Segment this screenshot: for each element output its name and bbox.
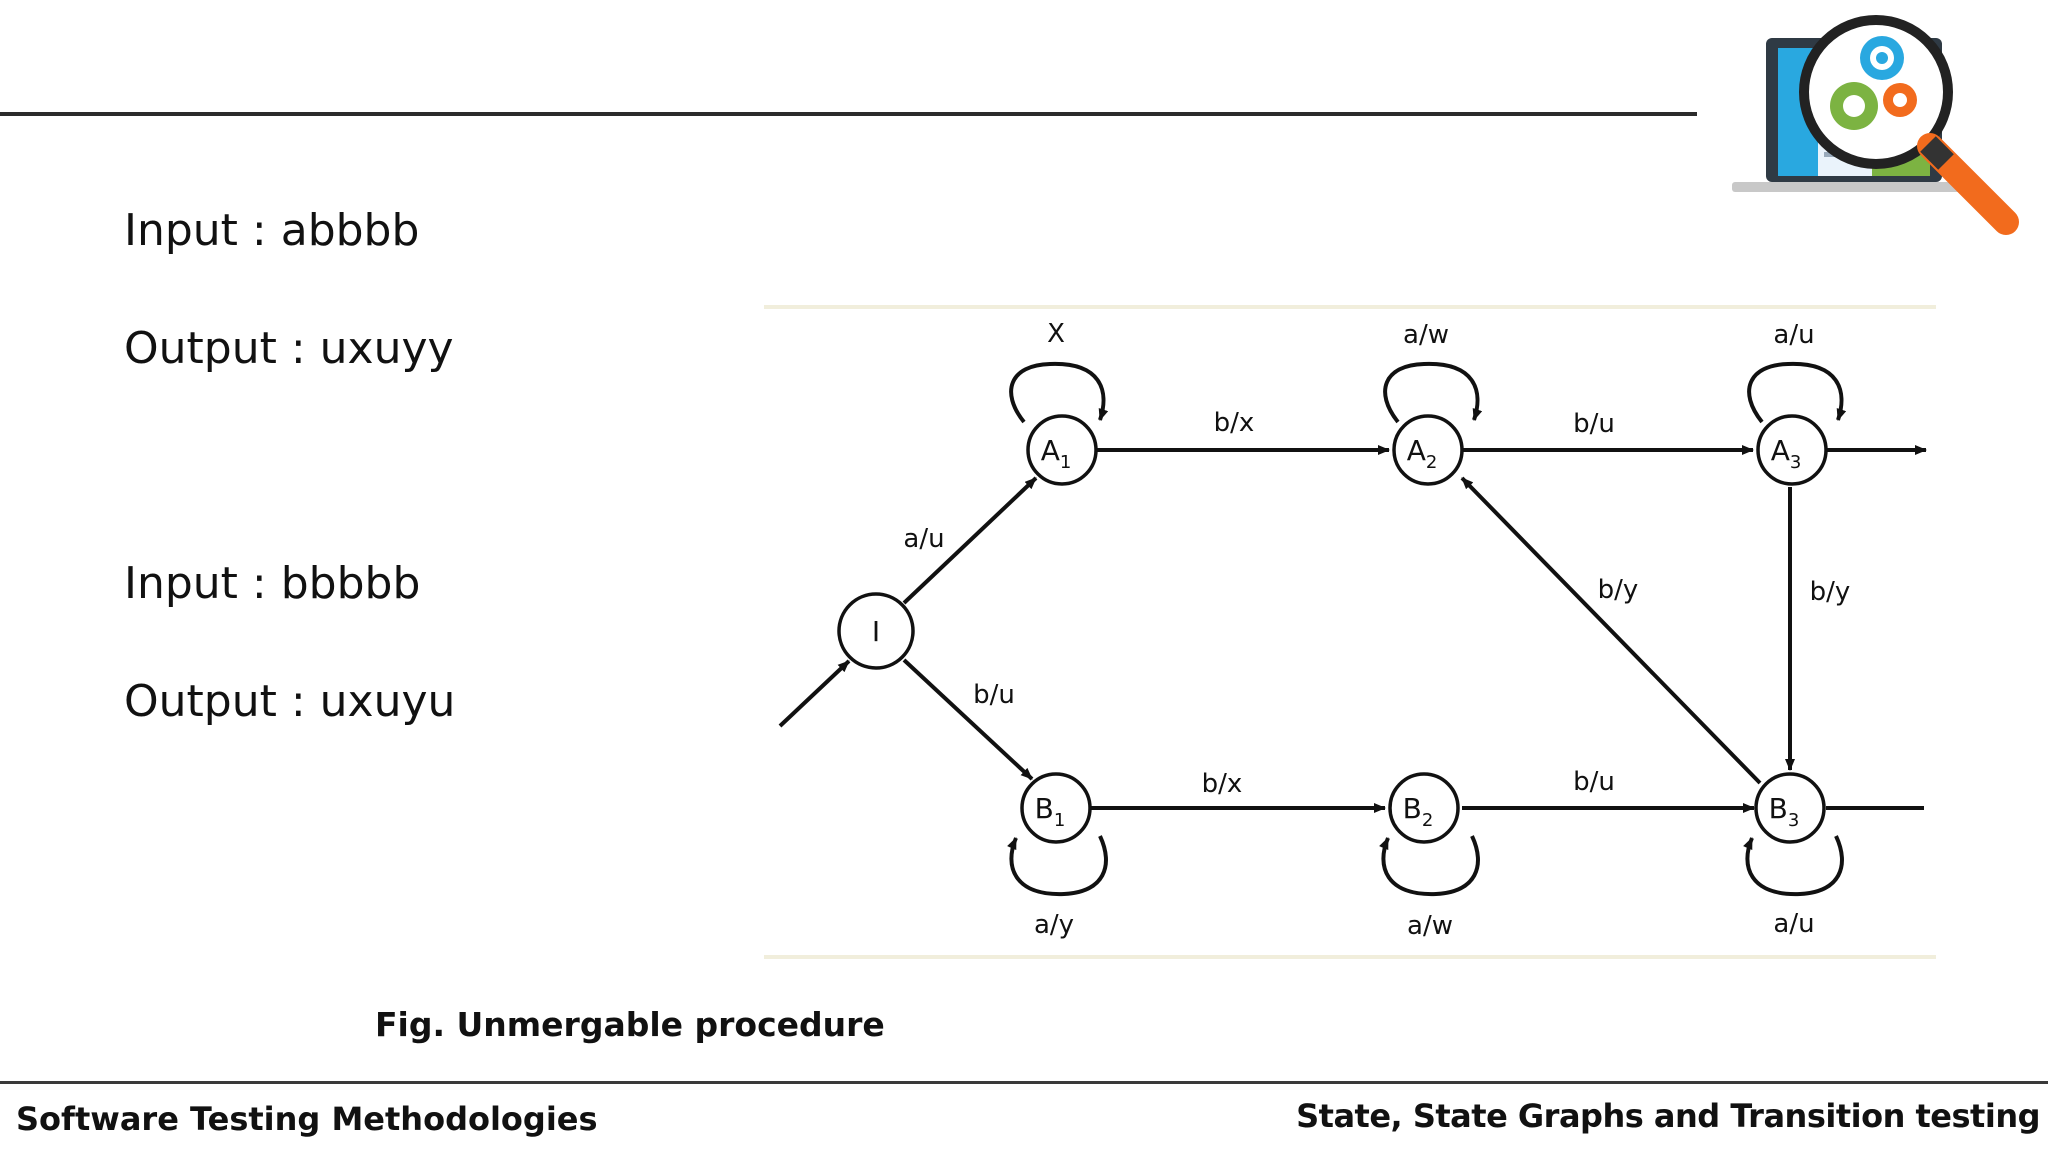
label-b3-self: a/u xyxy=(1773,909,1814,939)
loop-a2 xyxy=(1383,361,1483,424)
edge-b3-a2 xyxy=(1460,476,1762,785)
state-a3 xyxy=(1756,414,1828,486)
label-a2-self: a/w xyxy=(1403,320,1449,350)
output-line-2: Output : uxuyu xyxy=(124,676,456,727)
state-b3-label: B3 xyxy=(1769,792,1800,831)
label-i-a1: a/u xyxy=(903,524,944,554)
label-b2-self: a/w xyxy=(1407,911,1453,941)
state-a3-label: A3 xyxy=(1771,434,1802,473)
state-graph-diagram: I A1 A2 A3 B1 B2 B3 a/u b/u X b/x a/w b/… xyxy=(764,305,1936,959)
label-a3-b3: b/y xyxy=(1810,577,1851,607)
loop-a1 xyxy=(1009,361,1109,424)
state-b2-label: B2 xyxy=(1403,792,1434,831)
state-b2 xyxy=(1388,772,1460,844)
loop-b2 xyxy=(1379,835,1480,897)
footer-rule xyxy=(0,1081,2048,1084)
header-rule xyxy=(0,112,1697,116)
loop-b3 xyxy=(1743,835,1844,897)
state-a2 xyxy=(1392,414,1464,486)
input-line-1: Input : abbbb xyxy=(124,205,420,256)
figure-caption: Fig. Unmergable procedure xyxy=(375,1005,885,1044)
label-a1-self: X xyxy=(1047,319,1065,349)
state-b3 xyxy=(1754,772,1826,844)
state-a2-label: A2 xyxy=(1407,434,1438,473)
edge-i-a1 xyxy=(902,476,1038,605)
loop-a3 xyxy=(1747,361,1847,424)
label-a3-self: a/u xyxy=(1773,320,1814,350)
state-a1-label: A1 xyxy=(1041,434,1072,473)
label-b3-a2: b/y xyxy=(1598,575,1639,605)
state-i xyxy=(837,592,915,670)
edge-i-b1 xyxy=(902,658,1034,781)
state-a1 xyxy=(1026,414,1098,486)
state-b1 xyxy=(1020,772,1092,844)
label-b2-b3: b/u xyxy=(1573,767,1615,797)
state-i-label: I xyxy=(872,615,880,648)
entry-arrow xyxy=(778,659,851,728)
label-a2-a3: b/u xyxy=(1573,409,1615,439)
output-line-1: Output : uxuyy xyxy=(124,323,454,374)
state-b1-label: B1 xyxy=(1035,792,1066,831)
software-testing-logo xyxy=(1732,15,2019,235)
label-a1-a2: b/x xyxy=(1214,408,1255,438)
input-line-2: Input : bbbbb xyxy=(124,558,421,609)
footer-topic-title: State, State Graphs and Transition testi… xyxy=(1296,1097,2040,1135)
loop-b1 xyxy=(1007,835,1108,897)
label-b1-b2: b/x xyxy=(1202,769,1243,799)
label-b1-self: a/y xyxy=(1034,910,1074,940)
label-i-b1: b/u xyxy=(973,680,1015,710)
footer-course-title: Software Testing Methodologies xyxy=(16,1100,598,1138)
